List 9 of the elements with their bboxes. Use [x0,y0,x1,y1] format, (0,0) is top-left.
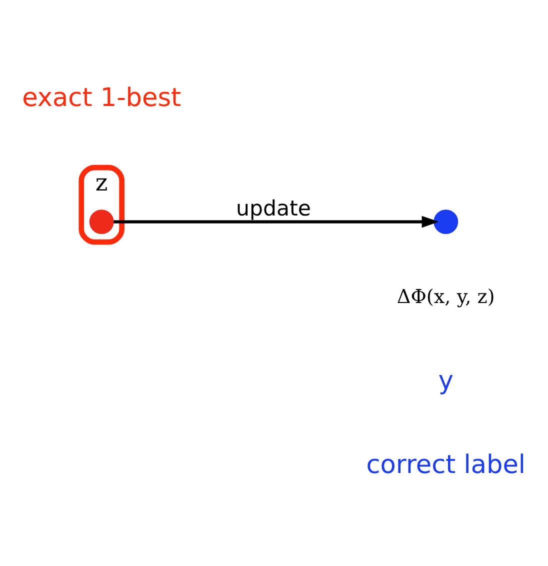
edge-label: update [236,196,311,222]
cluster: z [78,164,124,245]
arrow [114,216,439,228]
node-circle [89,210,114,234]
node-label: exact 1-best [22,83,182,114]
node-label: y [438,366,454,396]
label: ΔΦ(x, y, z) [396,285,495,308]
node-circle [434,210,458,234]
node-label: correct label [366,450,526,480]
